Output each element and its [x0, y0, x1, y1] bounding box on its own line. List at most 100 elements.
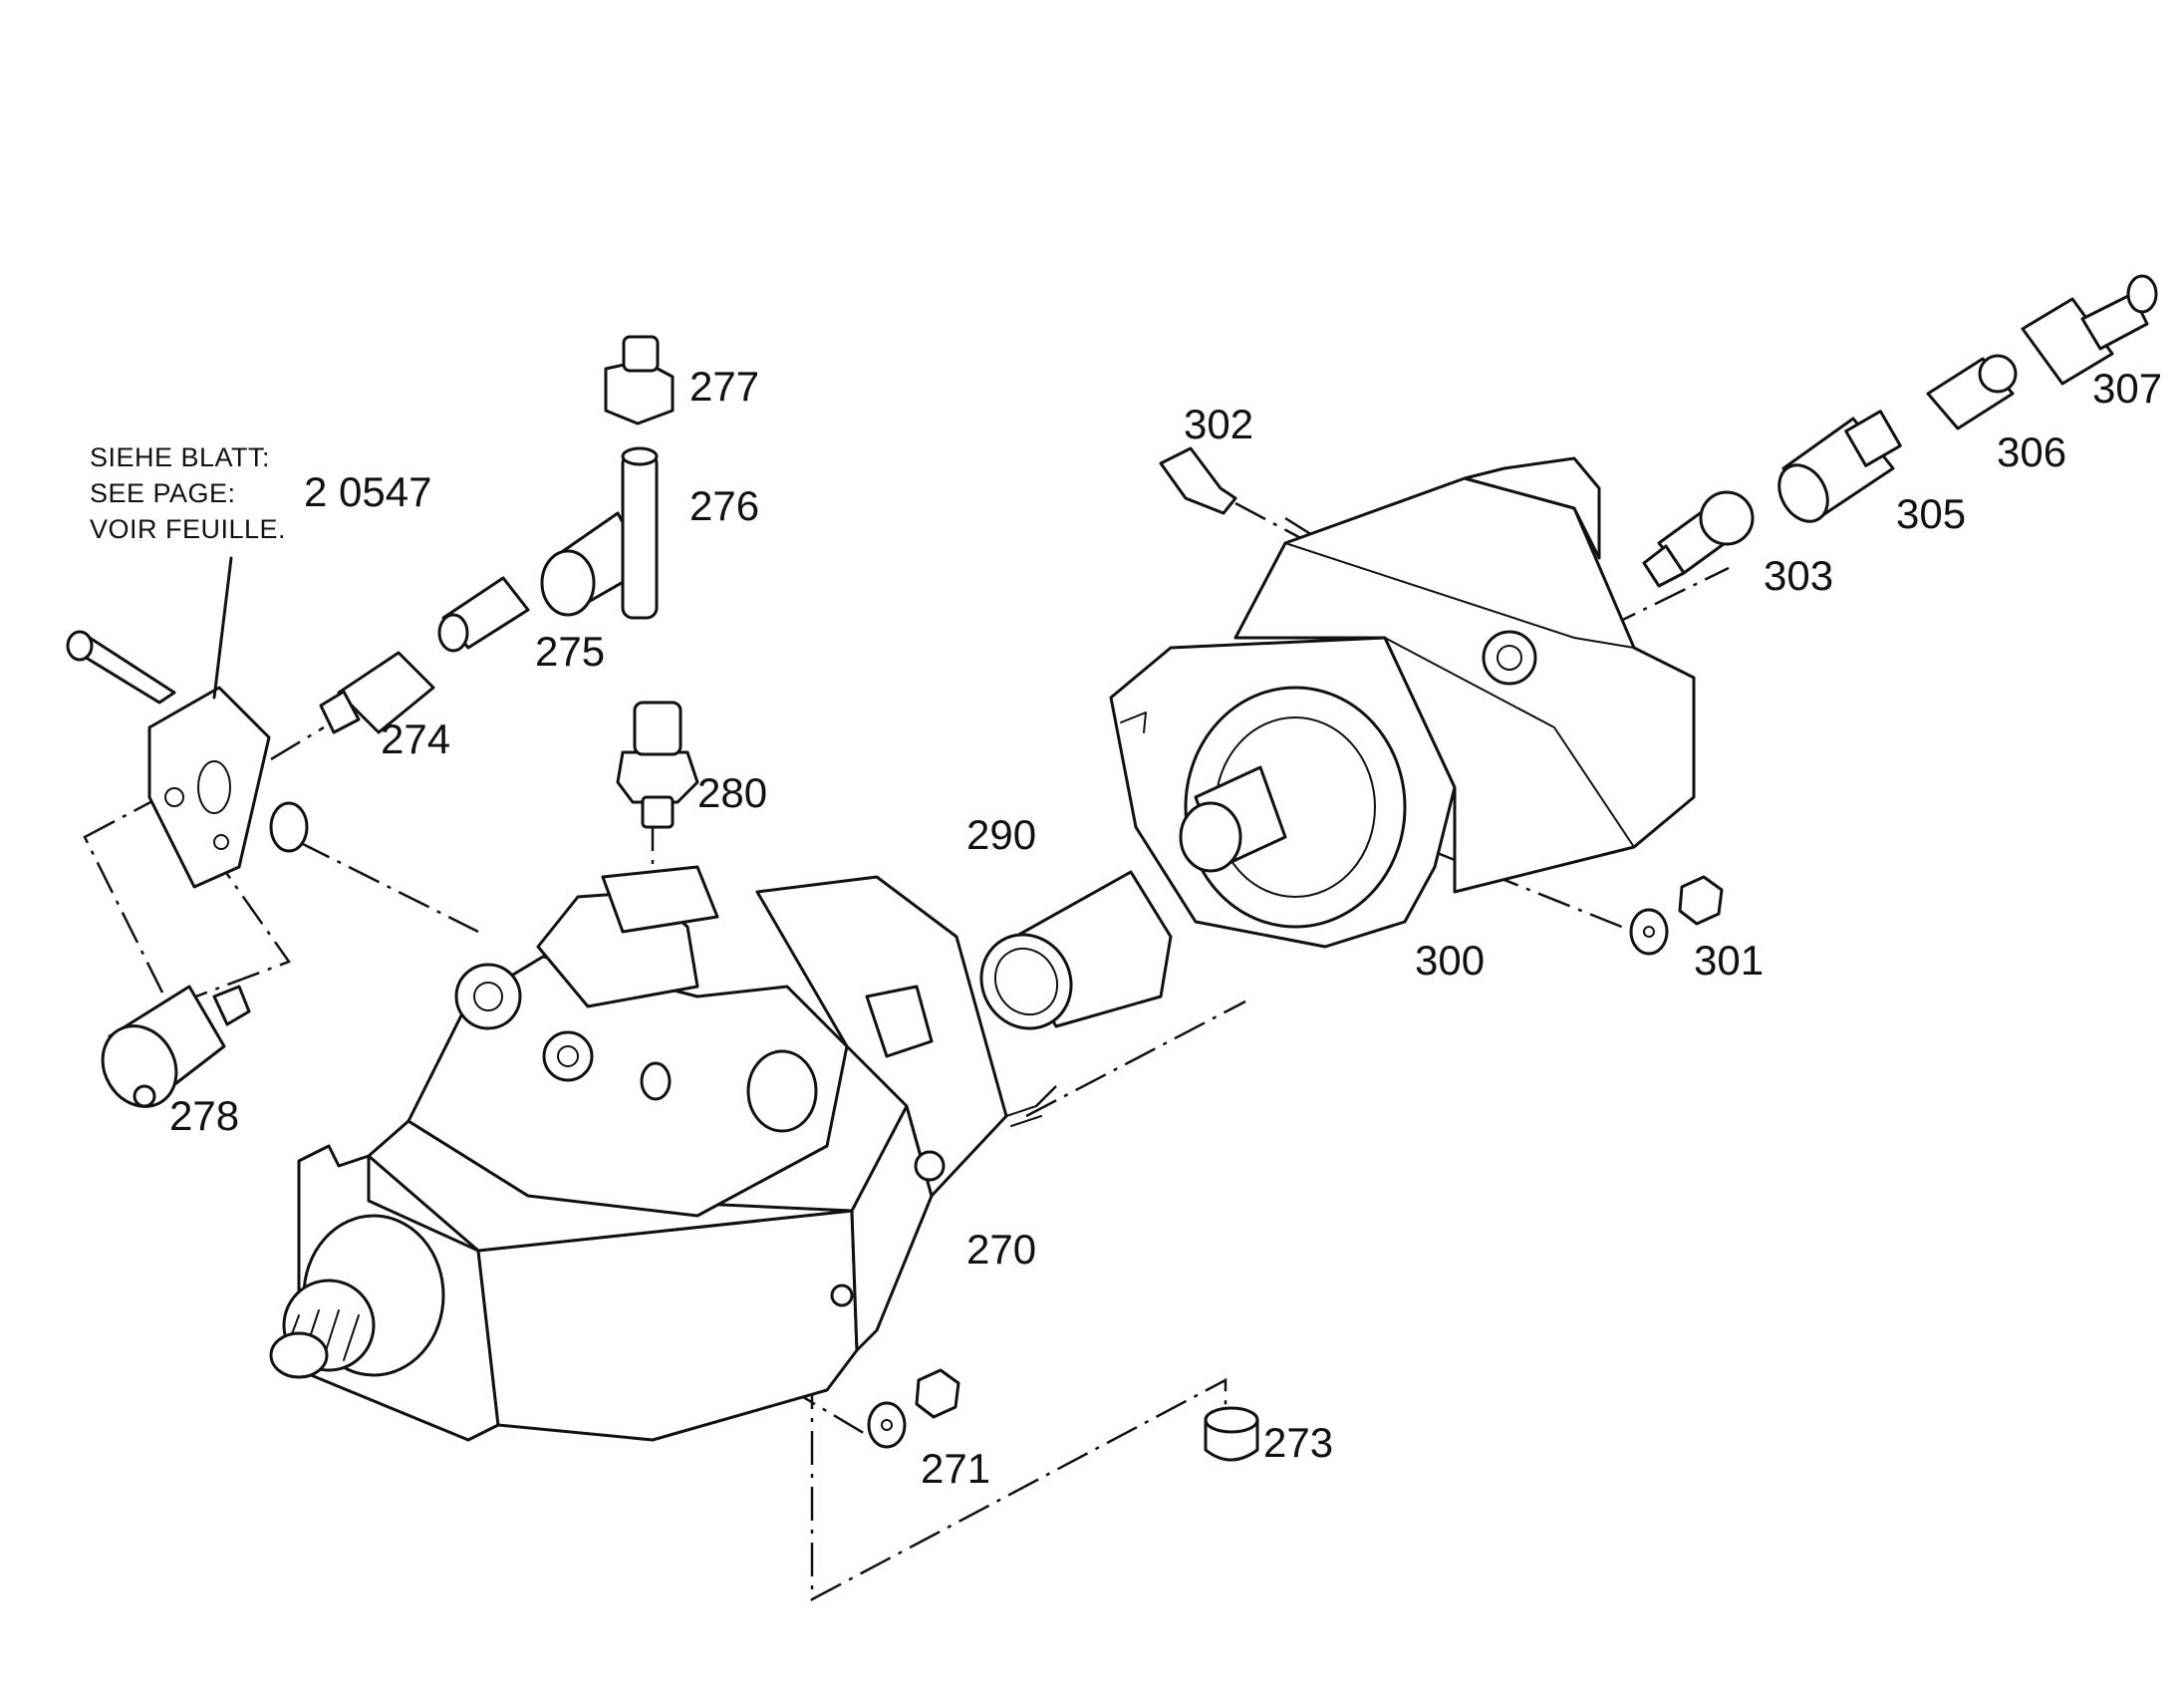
- callout-302: 302: [1184, 401, 1253, 447]
- part-271-washer-nut: [867, 1368, 960, 1449]
- callout-301: 301: [1694, 937, 1764, 984]
- pump-top-cap: [601, 865, 719, 934]
- part-278-sensor: [101, 985, 251, 1108]
- flange-adapter-hole2: [213, 834, 229, 850]
- line-278-bracket: [83, 790, 291, 1008]
- pump-stud: [1005, 1105, 1042, 1127]
- pump-shaft-tip: [269, 1331, 329, 1379]
- part-303-banjo: [1642, 490, 1755, 588]
- fitting-306-end: [1978, 354, 2018, 394]
- pump-housing-side: [850, 1104, 934, 1352]
- line-flange-to-274: [270, 725, 325, 761]
- pump2-port: [1482, 630, 1537, 686]
- screw-302: [1159, 446, 1237, 515]
- note-line-en: SEE PAGE:: [90, 478, 236, 508]
- part-306-fitting: [1926, 354, 2018, 430]
- callout-307: 307: [2092, 365, 2162, 412]
- part-301-washer-nut: [1629, 875, 1724, 956]
- callout-305: 305: [1896, 490, 1966, 537]
- pump-port-280: [640, 1061, 672, 1101]
- callout-labels: 277 276 275 274 280 278 290 270 271 273 …: [169, 363, 2162, 1492]
- valve-305-head: [1844, 410, 1902, 467]
- cross-reference-note: SIEHE BLATT: SEE PAGE: VOIR FEUILLE. 2 0…: [90, 442, 431, 544]
- valve-305-end: [1777, 463, 1829, 523]
- note-leader-line: [212, 556, 233, 700]
- oring: [269, 801, 309, 853]
- adapter-275-end: [437, 613, 469, 653]
- callout-273: 273: [1263, 1419, 1333, 1466]
- pump-center-nut: [542, 1030, 594, 1082]
- part-280-fitting: [616, 701, 699, 829]
- line-273-bracket: [810, 1375, 1228, 1602]
- pump-side-bolt: [914, 1150, 946, 1182]
- pump-rear-valve: [865, 985, 934, 1058]
- part-273-plug: [1204, 1406, 1259, 1462]
- pump2-housing-edges: [1284, 542, 1635, 848]
- pump2-port-inner: [1497, 645, 1522, 671]
- note-line-fr: VOIR FEUILLE.: [90, 514, 286, 544]
- pump-side-boss: [746, 1049, 818, 1133]
- coupling-front-face: [979, 933, 1073, 1030]
- callout-290: 290: [966, 811, 1036, 858]
- fitting-274-nozzle: [319, 690, 361, 734]
- part-277-nut: [604, 335, 675, 426]
- line-270-to-300: [1025, 999, 1246, 1118]
- note-line-de: SIEHE BLATT:: [90, 442, 270, 472]
- part-275-adapter: [437, 576, 530, 653]
- callout-276: 276: [689, 482, 759, 529]
- part-300-pump: [1109, 456, 1696, 949]
- line-300-to-301: [1434, 850, 1635, 934]
- pump-rear-bolt: [830, 1283, 854, 1307]
- line-oring-to-pump: [298, 840, 479, 934]
- washer-301: [1629, 908, 1669, 956]
- line-pump-to-290: [1035, 1085, 1057, 1107]
- part-270-pump: [269, 865, 1042, 1442]
- sensor-278-face: [101, 1024, 178, 1108]
- callout-275: 275: [535, 628, 605, 675]
- part-290-coupling: [979, 870, 1173, 1030]
- nut-271: [915, 1368, 960, 1419]
- pump-port-left: [454, 963, 522, 1030]
- washer-271-hole: [881, 1419, 893, 1431]
- sensor-278-thread: [212, 985, 251, 1026]
- note-page-ref: 2 0547: [304, 468, 431, 515]
- pump2-housing: [1233, 476, 1696, 894]
- pump2-shaft-tip: [1179, 801, 1242, 873]
- flange-screw-head: [66, 630, 94, 662]
- banjo-303-nozzle: [1642, 544, 1686, 588]
- callout-278: 278: [169, 1092, 239, 1139]
- fitting-307-end: [2126, 274, 2158, 314]
- callout-280: 280: [697, 769, 767, 816]
- banjo-303-eye: [1699, 490, 1755, 546]
- flange-adapter-hole1: [164, 787, 184, 807]
- pump-port-left-inner: [473, 982, 503, 1011]
- part-274-fitting: [319, 651, 435, 734]
- sensor-278-pin: [133, 1084, 156, 1108]
- pump2-flange-ring: [1184, 686, 1407, 929]
- part-307-fitting: [2021, 274, 2158, 386]
- part-276-tee: [540, 446, 659, 620]
- coupling-front-ring: [993, 947, 1059, 1016]
- callout-270: 270: [966, 1226, 1036, 1273]
- line-302-to-300: [1234, 501, 1311, 545]
- callout-271: 271: [921, 1445, 990, 1492]
- part-305-valve: [1777, 410, 1902, 523]
- fitting-307-hex: [2021, 297, 2114, 386]
- part-flange-adapter: [66, 630, 309, 889]
- fitting-280-top: [633, 701, 682, 756]
- pump-center-nut-hole: [557, 1045, 579, 1067]
- tee-276-port: [540, 549, 596, 617]
- washer-301-hole: [1643, 926, 1655, 938]
- flange-adapter-plate: [147, 686, 271, 889]
- plug-273-top: [1204, 1406, 1259, 1434]
- fitting-274-body: [337, 651, 435, 734]
- pump2-top-cover: [1463, 456, 1601, 560]
- pump2-flange-slot: [1120, 711, 1147, 733]
- washer-271: [867, 1401, 907, 1449]
- part-302-screw: [1159, 446, 1237, 515]
- tee-276-run: [621, 451, 659, 620]
- tee-276-top: [621, 446, 659, 466]
- fitting-307-stem: [2080, 292, 2149, 351]
